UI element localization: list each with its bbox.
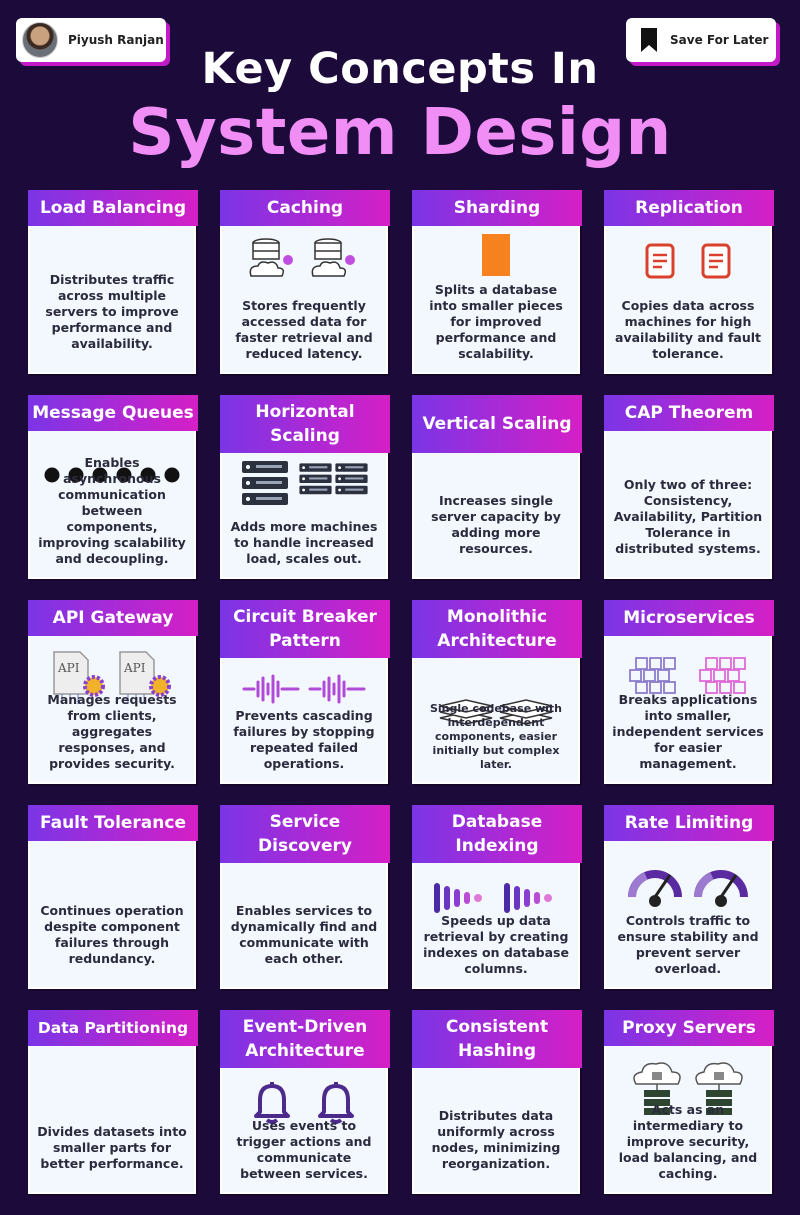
card-title: Monolithic Architecture (412, 600, 582, 658)
bookmark-icon (641, 28, 657, 52)
card-caching: Caching Stores frequently accessed data … (220, 190, 390, 374)
svg-text:API: API (57, 661, 80, 675)
bell-icon (222, 1080, 386, 1124)
card-title: Service Discovery (220, 805, 390, 863)
svg-text:API: API (123, 661, 146, 675)
cubes-icon (606, 652, 770, 698)
card-proxy-servers: Proxy Servers Acts as an intermediary to… (604, 1010, 774, 1194)
card-title: CAP Theorem (604, 395, 774, 431)
card-description: Speeds up data retrieval by creating ind… (423, 913, 569, 976)
gauge-icon (606, 861, 770, 913)
card-description: Breaks applications into smaller, indepe… (612, 692, 764, 771)
card-description: Manages requests from clients, aggregate… (47, 692, 177, 771)
card-description: Uses events to trigger actions and commu… (236, 1118, 372, 1181)
card-description: Copies data across machines for high ava… (615, 298, 761, 361)
card-description: Enables asynchronous communication betwe… (38, 455, 186, 566)
card-title: Sharding (412, 190, 582, 226)
card-title: API Gateway (28, 600, 198, 636)
document-icon (606, 242, 770, 280)
card-title: Consistent Hashing (412, 1010, 582, 1068)
dots-icon (30, 467, 194, 483)
card-rate-limiting: Rate Limiting Controls traffic to ensure… (604, 805, 774, 989)
cloud-lock-server-icon (606, 1058, 770, 1118)
author-badge[interactable]: Piyush Ranjan (16, 18, 166, 62)
card-title: Horizontal Scaling (220, 395, 390, 453)
card-description: Controls traffic to ensure stability and… (617, 913, 759, 976)
card-title: Fault Tolerance (28, 805, 198, 841)
card-title: Caching (220, 190, 390, 226)
card-description: Adds more machines to handle increased l… (230, 519, 378, 566)
card-title: Replication (604, 190, 774, 226)
card-title: Database Indexing (412, 805, 582, 863)
bars-icon (414, 879, 578, 917)
card-circuit-breaker-pattern: Circuit Breaker Pattern Prevents cascadi… (220, 600, 390, 784)
card-title: Load Balancing (28, 190, 198, 226)
card-description: Distributes traffic across multiple serv… (45, 272, 179, 351)
card-title: Event-Driven Architecture (220, 1010, 390, 1068)
database-cloud-icon (222, 236, 386, 280)
page-title-line1: Key Concepts In (201, 44, 599, 94)
card-title: Rate Limiting (604, 805, 774, 841)
waveform-icon (222, 672, 386, 706)
card-description: Single codebase with interdependent comp… (429, 702, 563, 771)
page-title-line2: System Design (128, 96, 672, 170)
card-description: Only two of three: Consistency, Availabi… (613, 477, 763, 556)
card-event-driven-architecture: Event-Driven Architecture Uses events to… (220, 1010, 390, 1194)
card-title: Message Queues (28, 395, 198, 431)
layers-icon (414, 694, 578, 730)
server-rack-icon (222, 459, 386, 509)
card-title: Circuit Breaker Pattern (220, 600, 390, 658)
card-title: Proxy Servers (604, 1010, 774, 1046)
save-for-later-label: Save For Later (670, 33, 769, 47)
card-description: Stores frequently accessed data for fast… (235, 298, 373, 361)
card-description: Prevents cascading failures by stopping … (233, 708, 375, 771)
card-description: Divides datasets into smaller parts for … (37, 1124, 187, 1171)
card-title: Vertical Scaling (412, 395, 582, 453)
save-for-later-button[interactable]: Save For Later (626, 18, 776, 62)
card-monolithic-architecture: Monolithic Architecture Single codebase … (412, 600, 582, 784)
card-description: Continues operation despite component fa… (40, 903, 184, 966)
card-description: Enables services to dynamically find and… (230, 903, 378, 966)
card-description: Acts as an intermediary to improve secur… (618, 1102, 758, 1181)
author-name: Piyush Ranjan (68, 33, 164, 47)
card-description: Distributes data uniformly across nodes,… (431, 1108, 561, 1171)
card-api-gateway: API Gateway API API Manages requests fro… (28, 600, 198, 784)
card-description: Increases single server capacity by addi… (431, 493, 561, 556)
card-title: Data Partitioning (28, 1010, 198, 1046)
api-gear-icon: API API (30, 648, 194, 706)
card-title: Microservices (604, 600, 774, 636)
card-description: Splits a database into smaller pieces fo… (429, 282, 563, 361)
card-database-indexing: Database Indexing Speeds up data retriev… (412, 805, 582, 989)
avatar (22, 22, 58, 58)
card-replication: Replication Copies data across machines … (604, 190, 774, 374)
orange-block-icon (414, 234, 578, 276)
